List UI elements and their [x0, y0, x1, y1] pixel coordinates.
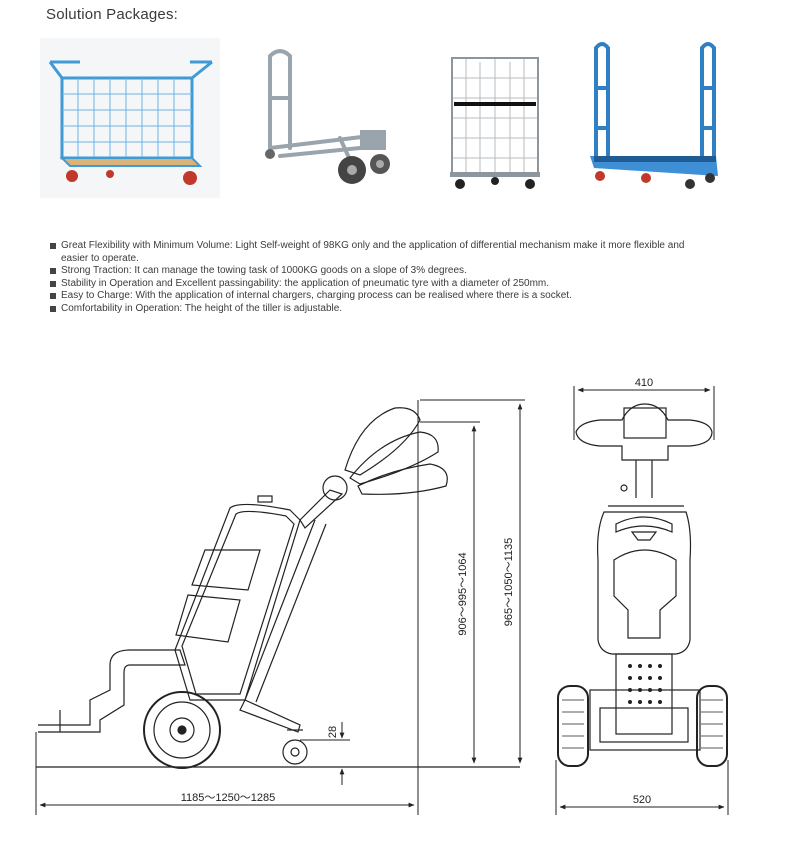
- dim-handle-height-label: 906～995～1064: [457, 552, 469, 635]
- mesh-cage-trolley-icon: [40, 38, 220, 198]
- feature-item: Comfortability in Operation: The height …: [50, 303, 700, 316]
- dim-clearance-label: 28: [327, 726, 339, 738]
- dim-track-width-label: 520: [633, 794, 651, 806]
- front-view-drawing: [557, 403, 728, 767]
- side-view-drawing: [36, 407, 520, 769]
- hand-truck-icon: [240, 38, 400, 198]
- feature-list: Great Flexibility with Minimum Volume: L…: [50, 240, 700, 315]
- u-boat-trolley-icon: [580, 38, 720, 198]
- technical-drawing: 1185～1250～1285 28 906～995～1064 965～1050～…: [35, 377, 729, 815]
- feature-item: Easy to Charge: With the application of …: [50, 290, 700, 303]
- feature-item: Stability in Operation and Excellent pas…: [50, 278, 700, 291]
- dim-tiller-width-label: 410: [635, 377, 653, 389]
- feature-item: Great Flexibility with Minimum Volume: L…: [50, 240, 700, 265]
- section-heading: Solution Packages:: [46, 6, 179, 23]
- roll-cage-container-icon: [440, 38, 550, 198]
- dim-length-label: 1185～1250～1285: [181, 792, 276, 804]
- dim-overall-height-label: 965～1050～1135: [503, 538, 515, 626]
- feature-item: Strong Traction: It can manage the towin…: [50, 265, 700, 278]
